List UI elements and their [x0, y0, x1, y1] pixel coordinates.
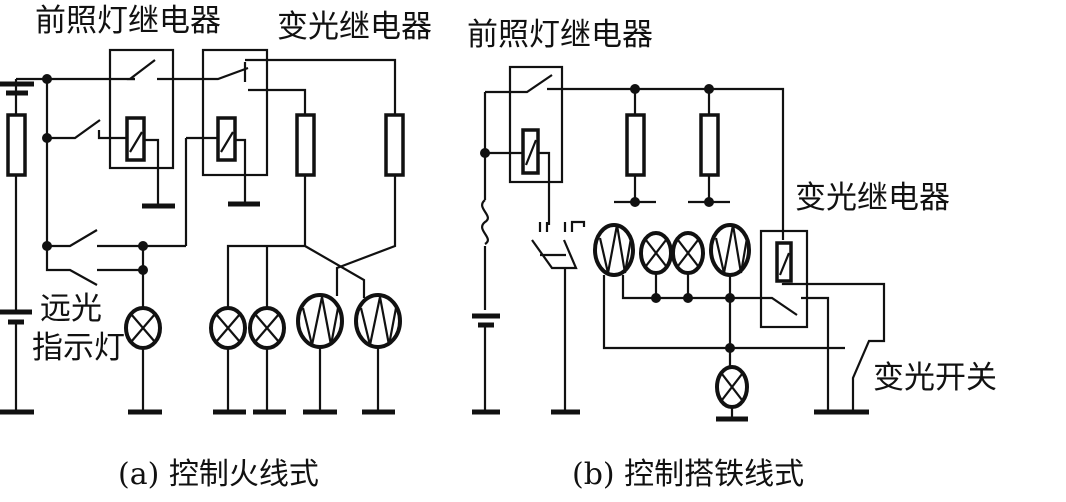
a-relay-contacts	[126, 59, 249, 82]
a-headlight-relay-box	[108, 48, 175, 170]
b-dimmer-switch-label: 变光开关	[873, 360, 997, 396]
b-fuse-link	[481, 199, 489, 410]
b-indicator-wire	[721, 348, 743, 418]
a-headlight-relay-label: 前照灯继电器	[35, 3, 221, 39]
a-caption: (a) 控制火线式	[118, 457, 319, 492]
b-battery	[472, 313, 500, 328]
a-dimmer-relay-box	[201, 48, 269, 177]
b-coil-wire	[485, 151, 551, 225]
b-dimmer-relay-box	[759, 229, 809, 329]
b-caption: (b) 控制搭铁线式	[572, 457, 805, 492]
b-headlamp-2	[709, 223, 751, 277]
a-dimmer-outputs	[245, 58, 397, 115]
b-fuse-1	[625, 113, 646, 177]
a-relay-coil	[125, 116, 146, 162]
b-headlight-relay-box	[508, 65, 564, 184]
b-fuse-wires	[633, 89, 711, 202]
a-indicator-label-2: 指示灯	[32, 330, 125, 366]
a-fuse-low	[295, 113, 316, 177]
b-relay-contact	[485, 74, 785, 240]
b-dimmer-relay-label: 变光继电器	[795, 180, 950, 216]
a-fuse-main	[6, 113, 27, 177]
a-lamp-grounds	[226, 347, 380, 410]
b-headlight-switch	[531, 220, 586, 270]
a-lamp-wires	[226, 175, 397, 308]
b-dimmer-switch	[778, 252, 886, 410]
diagram-b	[472, 65, 886, 422]
a-dimmer-coil	[216, 116, 237, 162]
b-ground-bus	[602, 273, 845, 410]
a-dimmer-switch	[45, 229, 186, 286]
a-junction	[42, 74, 52, 84]
b-fuse-2	[699, 113, 720, 177]
a-coil-wire	[129, 131, 160, 205]
a-battery-symbol	[0, 81, 34, 96]
a-control-switch	[47, 119, 127, 140]
a-battery-plates	[0, 309, 32, 325]
a-lamp-cross	[130, 313, 156, 343]
a-fuse-high	[384, 113, 405, 177]
a-dimmer-relay-label: 变光继电器	[277, 9, 432, 45]
a-indicator-label-1: 远光	[40, 291, 102, 327]
b-dimmer-coil	[775, 241, 793, 283]
a-dimmer-wire	[184, 131, 247, 246]
a-left-wire	[14, 77, 135, 250]
b-headlight-relay-label: 前照灯继电器	[467, 17, 653, 53]
b-headlamp-1	[593, 223, 635, 277]
diagram-a	[0, 48, 405, 415]
